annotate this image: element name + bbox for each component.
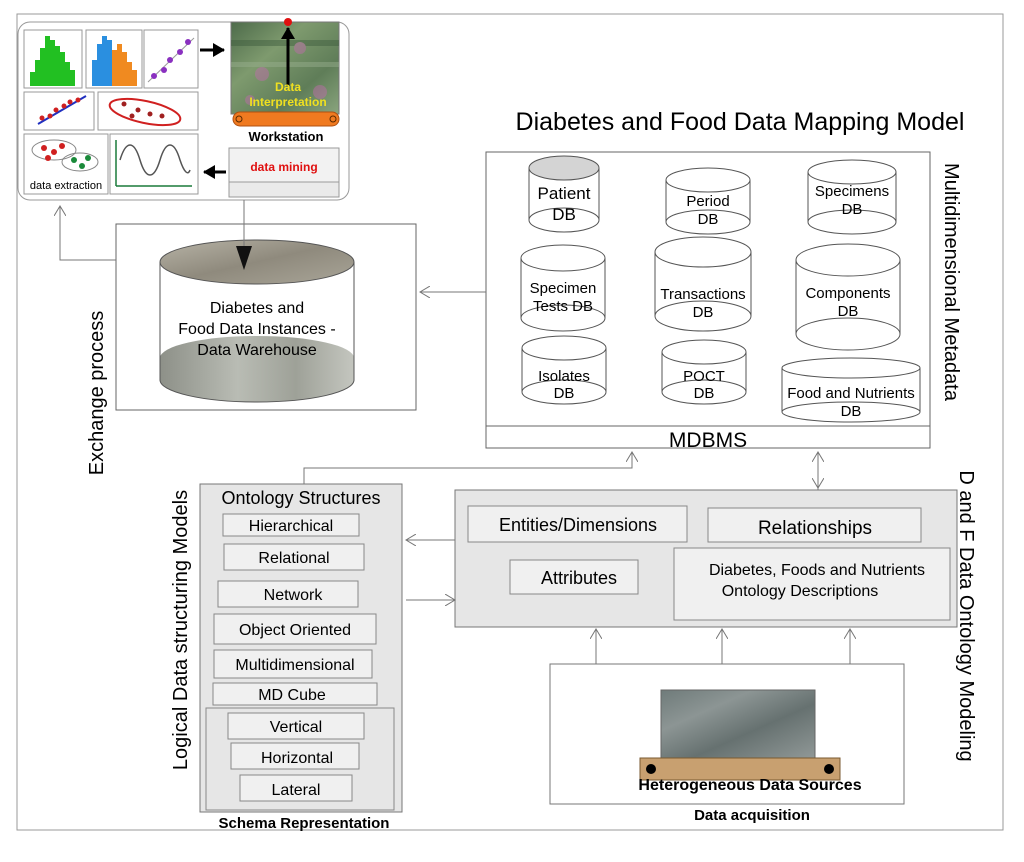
- data-sources-label: Heterogeneous Data Sources: [638, 777, 861, 794]
- item-lateral-label: Lateral: [272, 782, 321, 799]
- relationships-label: Relationships: [758, 518, 872, 539]
- relationships-box: [707, 507, 922, 543]
- workstation-label: Workstation: [249, 129, 324, 144]
- multidimensional-metadata-label: Multidimensional Metadata: [940, 163, 962, 402]
- screen-texture: [231, 40, 339, 105]
- item-lateral: [239, 774, 353, 802]
- logical-models-label: Logical Data structuring Models: [170, 490, 192, 770]
- regression-scatter-icon: [37, 95, 87, 125]
- data-extraction-label: data extraction: [30, 180, 102, 192]
- data-mining-base: [228, 181, 340, 198]
- item-network: [217, 580, 359, 608]
- item-hierarchical: [222, 513, 360, 537]
- item-vertical: [227, 712, 365, 740]
- warehouse-label-line3: Data Warehouse: [197, 342, 317, 359]
- structures-to-mdbms-arrow: [303, 452, 632, 484]
- blue-orange-histogram-icon: [92, 36, 137, 86]
- exchange-process-label: Exchange process: [86, 311, 108, 476]
- exchange-arrow: [60, 206, 116, 261]
- db-specimen-tests-label-2: Tests DB: [533, 298, 593, 315]
- mdbms-label: MDBMS: [669, 429, 747, 452]
- sine-tile: [109, 133, 199, 195]
- warehouse-label-line2: Food Data Instances -: [178, 321, 335, 338]
- db-patient-label-2: DB: [552, 205, 576, 224]
- item-horizontal: [230, 742, 360, 770]
- db-food-nutrients-label-1: Food and Nutrients: [787, 385, 915, 402]
- item-md-cube: [212, 682, 378, 706]
- data-interpretation-line2: Interpretation: [249, 95, 326, 109]
- db-period-label-1: Period: [686, 193, 729, 210]
- item-horizontal-label: Horizontal: [261, 750, 333, 767]
- db-specimen-tests-label-1: Specimen: [530, 280, 597, 297]
- db-patient-label-1: Patient: [538, 184, 591, 203]
- db-components-label-2: DB: [838, 303, 859, 320]
- descriptions-line2: Ontology Descriptions: [722, 583, 879, 600]
- purple-scatter-icon: [147, 37, 195, 83]
- entities-label: Entities/Dimensions: [499, 515, 657, 535]
- right-wheel-icon: [824, 764, 834, 774]
- data-acquisition-label: Data acquisition: [694, 807, 810, 824]
- data-extraction-tile: [23, 133, 109, 195]
- attributes-label: Attributes: [541, 568, 617, 588]
- db-specimens-label-1: Specimens: [815, 183, 889, 200]
- database-cylinders: PatientDBPeriodDBSpecimensDBSpecimenTest…: [520, 155, 921, 423]
- warehouse-label-line1: Diabetes and: [210, 300, 304, 317]
- data-sources-base: [639, 757, 841, 781]
- db-transactions-label-1: Transactions: [660, 286, 745, 303]
- data-interpretation-line1: Data: [275, 80, 301, 94]
- item-network-label: Network: [264, 587, 324, 604]
- db-specimens-label-2: DB: [842, 201, 863, 218]
- item-relational: [223, 543, 365, 571]
- db-isolates-label-2: DB: [554, 385, 575, 402]
- ontology-modeling-label: D and F Data Ontology Modeling: [955, 470, 977, 761]
- warehouse-down-arrow-icon: [236, 246, 252, 270]
- db-transactions-label-2: DB: [693, 304, 714, 321]
- workstation-panel: data extraction Data Interpretation Work…: [17, 18, 350, 201]
- item-object-oriented: [213, 613, 377, 645]
- diagram-title: Diabetes and Food Data Mapping Model: [516, 108, 965, 136]
- attributes-box: [509, 559, 639, 595]
- db-poct-label-1: POCT: [683, 368, 725, 385]
- outer-frame: [16, 13, 1004, 831]
- item-md-cube-label: MD Cube: [258, 687, 326, 704]
- item-object-oriented-label: Object Oriented: [239, 622, 351, 639]
- db-period-label-2: DB: [698, 211, 719, 228]
- schema-representation-label: Schema Representation: [219, 815, 390, 832]
- green-histogram-icon: [30, 36, 75, 86]
- red-dot-icon: [284, 18, 292, 26]
- item-multidimensional-label: Multidimensional: [235, 657, 354, 674]
- data-sources-image: [660, 689, 816, 759]
- ontology-items: Hierarchical Relational Network Object O…: [205, 513, 395, 811]
- db-components-label-1: Components: [805, 285, 890, 302]
- left-wheel-icon: [646, 764, 656, 774]
- workstation-base: [232, 111, 340, 127]
- sine-wave-icon: [115, 140, 192, 187]
- db-isolates-label-1: Isolates: [538, 368, 590, 385]
- descriptions-box: [673, 547, 951, 621]
- descriptions-line1: Diabetes, Foods and Nutrients: [709, 562, 925, 579]
- warehouse-cylinder: [159, 239, 355, 403]
- entities-box: [467, 505, 688, 543]
- item-hierarchical-label: Hierarchical: [249, 518, 333, 535]
- item-vertical-label: Vertical: [270, 719, 322, 736]
- db-poct-label-2: DB: [694, 385, 715, 402]
- clusters-icon: [31, 139, 99, 172]
- item-multidimensional: [213, 649, 373, 679]
- ontology-structures-header: Ontology Structures: [221, 488, 380, 508]
- cluster-ellipse-icon: [108, 97, 182, 127]
- data-mining-label: data mining: [250, 160, 317, 174]
- item-relational-label: Relational: [258, 550, 329, 567]
- db-food-nutrients-label-2: DB: [841, 403, 862, 420]
